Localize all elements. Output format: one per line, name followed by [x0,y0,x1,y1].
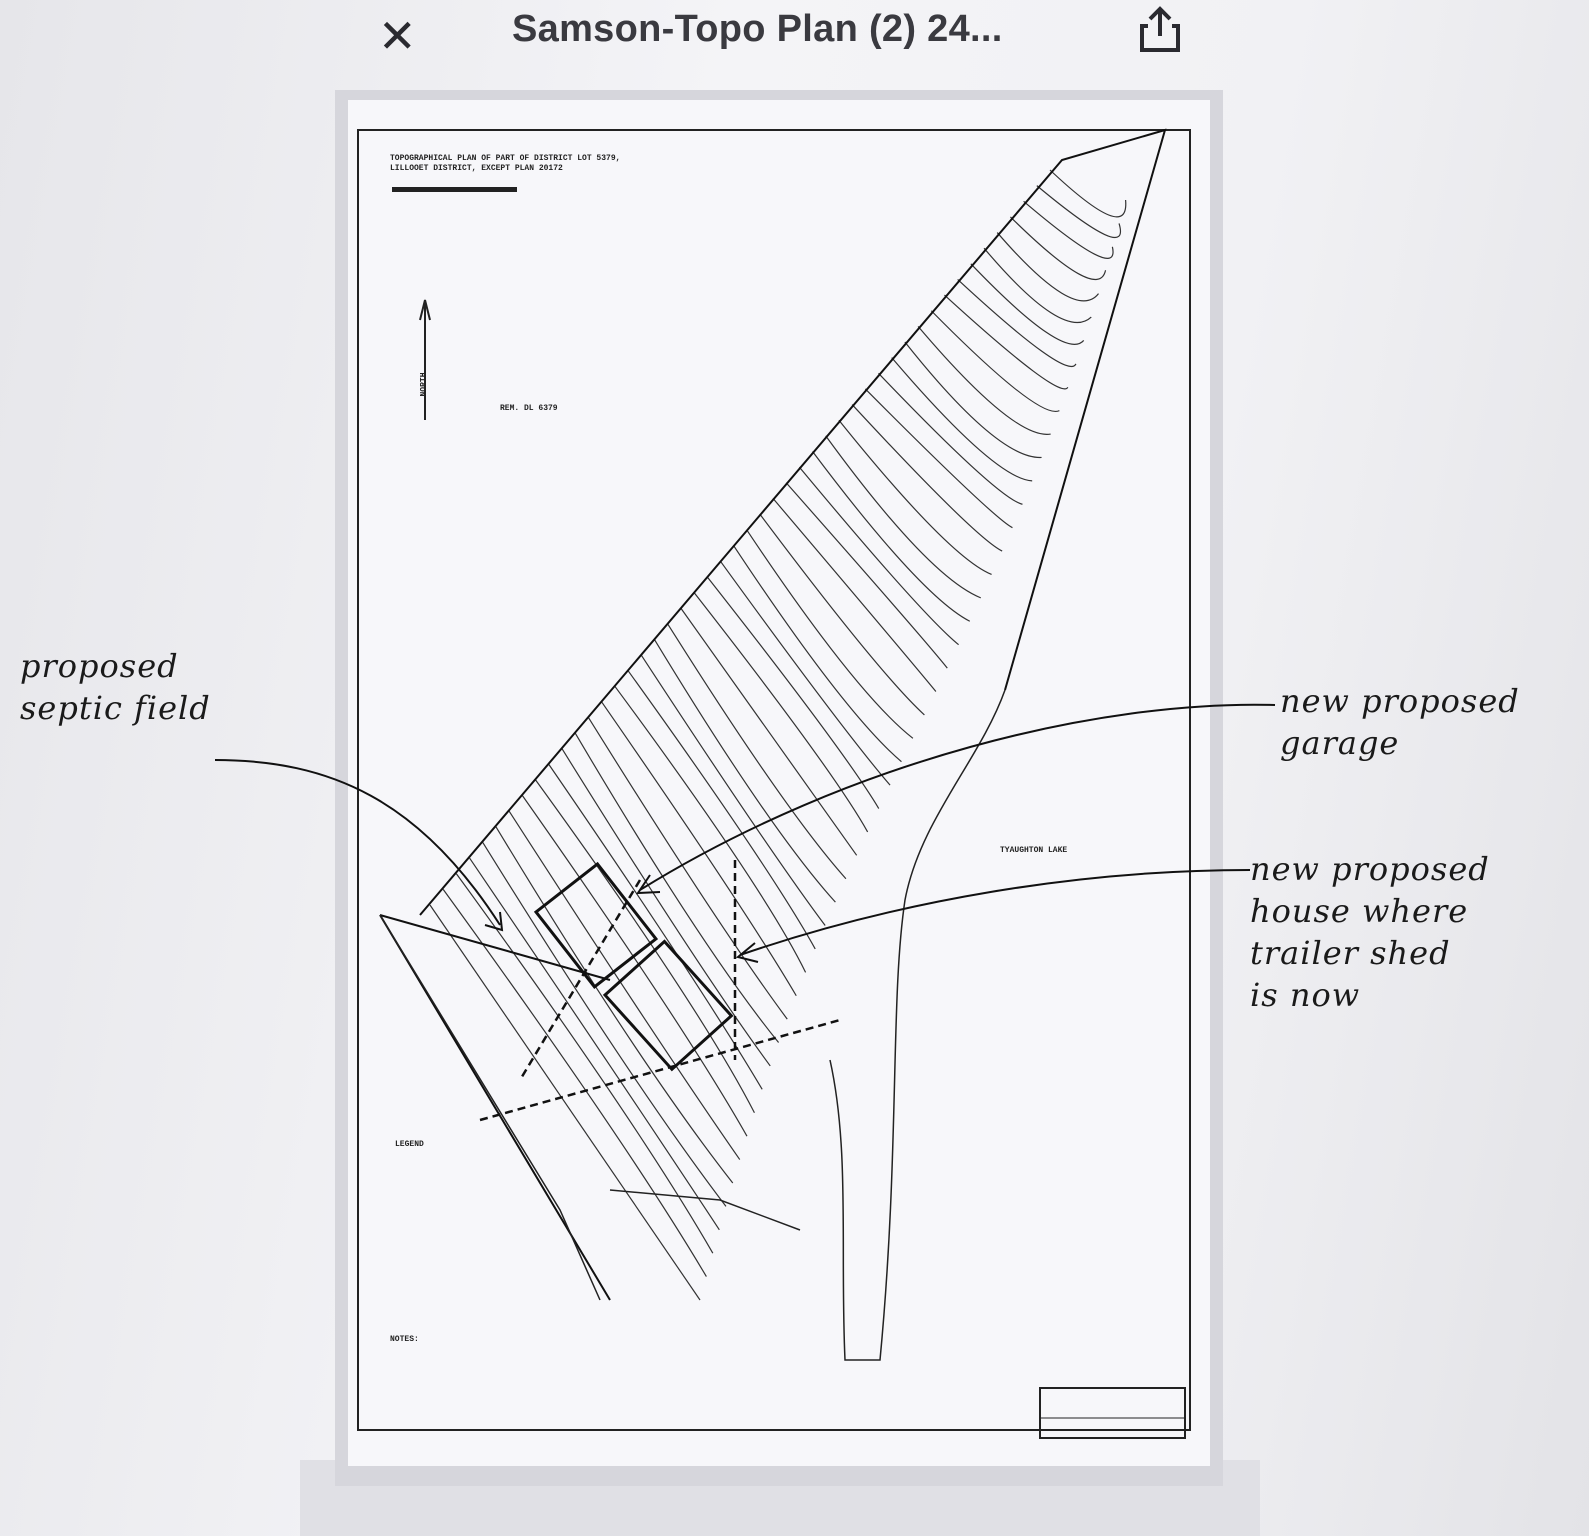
contour-line [614,685,807,973]
contour-line [944,294,1069,390]
contour-line [812,451,971,622]
contour-line [587,717,788,1020]
contour-line [1049,169,1127,218]
contour-line [1010,216,1107,280]
drawing-border [357,129,1191,1431]
garage-annotation: new proposed garage [1280,682,1520,762]
contour-line [930,310,1060,413]
viewer-header: ✕ Samson-Topo Plan (2) 24... [0,0,1589,80]
septic-arrow [214,759,504,932]
contour-line [825,435,982,599]
survey-line [379,914,801,1301]
close-icon[interactable]: ✕ [378,10,417,62]
road-dashed [479,860,841,1122]
contour-line [838,419,992,576]
contour-line [719,560,891,786]
contour-line [574,732,780,1043]
contour-line [627,670,816,950]
contour-line [561,748,771,1067]
contour-line [693,591,869,833]
proposed-garage-outline [533,861,659,989]
proposed-house-outline [602,939,734,1072]
contour-line [495,826,734,1184]
plan-title-line1: TOPOGRAPHICAL PLAN OF PART OF DISTRICT L… [390,154,621,163]
rem-lot-label: REM. DL 6379 [500,404,558,413]
contour-line [1023,200,1114,259]
contour-line [680,607,858,856]
lot-boundary [379,128,1167,1301]
contour-line [957,279,1077,368]
house-annotation: new proposed house where trailer shed is… [1250,850,1490,1014]
contour-line [785,482,948,669]
contour-line [732,544,902,763]
contour-line [983,247,1092,324]
contour-line [535,779,755,1114]
document-page [348,100,1210,1466]
title-block [1039,1387,1186,1439]
contour-line [482,842,727,1207]
contour-line [521,795,748,1137]
contour-line [640,654,826,926]
contour-line [429,904,701,1301]
contour-line [442,889,707,1277]
contour-line [653,638,836,903]
contour-line [548,763,763,1090]
septic-annotation: proposed septic field [20,647,211,727]
contour-lines [429,169,1127,1301]
contour-line [508,810,741,1160]
contour-line [772,498,937,692]
contour-line [917,325,1051,435]
lake-label: TYAUGHTON LAKE [1000,846,1068,855]
contour-line [666,623,847,880]
contour-line [455,873,714,1254]
contour-line [600,701,797,997]
contour-line [759,513,925,716]
lake-shore [829,689,1006,1361]
notes-label: NOTES: [390,1335,419,1344]
contour-line [851,404,1003,552]
contour-line [878,372,1023,505]
contour-line [996,232,1099,302]
contour-line [891,357,1033,482]
contour-line [1036,185,1121,239]
scale-bar [392,187,517,192]
contour-line [798,466,959,646]
north-arrow [419,299,431,420]
contour-line [469,857,720,1231]
document-title: Samson-Topo Plan (2) 24... [512,8,1003,50]
contour-line [864,388,1013,529]
house-arrow [735,869,1251,963]
share-icon[interactable] [1138,6,1182,54]
contour-line [904,341,1042,459]
contour-line [746,529,914,739]
north-label: NORTH [419,372,429,397]
legend-label: LEGEND [395,1140,424,1149]
garage-arrow [636,703,1276,895]
plan-title-line2: LILLOOET DISTRICT, EXCEPT PLAN 20172 [390,164,563,173]
contour-line [970,263,1085,345]
contour-line [706,576,880,809]
